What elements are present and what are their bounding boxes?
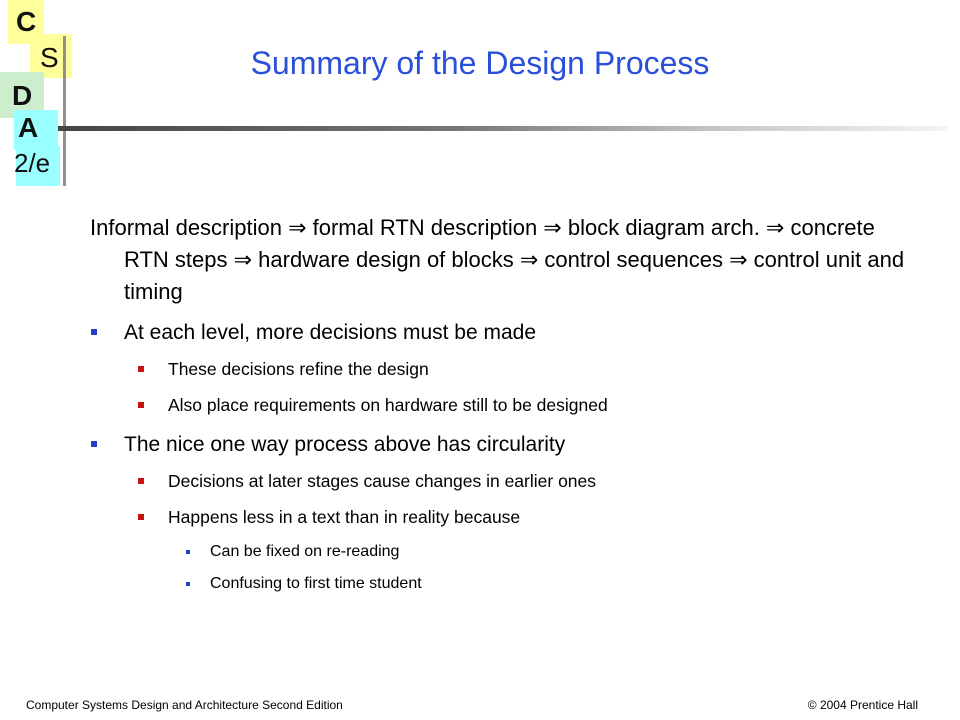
footer-copyright: © 2004 Prentice Hall [807, 698, 918, 712]
logo-square-2e [16, 146, 60, 186]
logo-letter-d: D [12, 80, 33, 111]
sub-bullet-item: Happens less in a text than in reality b… [90, 506, 920, 594]
sub-sub-bullet-item: Can be fixed on re-reading [90, 542, 920, 562]
square-bullet-icon [186, 550, 190, 554]
logo-letter-a: A [18, 112, 39, 143]
sub-sub-bullet-text: Can be fixed on re-reading [210, 543, 400, 560]
sub-bullet-item: These decisions refine the design [90, 358, 920, 380]
bullet-item: The nice one way process above has circu… [90, 432, 920, 458]
footer-book-title: Computer Systems Design and Architecture… [26, 698, 343, 712]
title-rule [58, 126, 948, 131]
sub-bullet-text: Decisions at later stages cause changes … [168, 471, 597, 491]
logo-edition: 2/e [14, 148, 51, 178]
slide-content: Informal description ⇒ formal RTN descri… [90, 212, 920, 610]
sub-list-container: These decisions refine the design Also p… [90, 358, 920, 416]
slide-title: Summary of the Design Process [250, 45, 710, 81]
sub-bullet-text: Happens less in a text than in reality b… [168, 507, 521, 527]
csda-logo: C S D A 2/e [0, 0, 80, 190]
sub-list-container: Decisions at later stages cause changes … [90, 470, 920, 594]
logo-square-a [14, 110, 58, 150]
sub-bullet-list: Decisions at later stages cause changes … [90, 470, 920, 594]
sub-sub-bullet-list: Can be fixed on re-reading Confusing to … [90, 542, 920, 594]
bullet-item: At each level, more decisions must be ma… [90, 320, 920, 346]
bullet-text: The nice one way process above has circu… [124, 433, 566, 456]
logo-letter-s: S [40, 42, 59, 73]
square-bullet-icon [138, 514, 144, 520]
bullet-text: At each level, more decisions must be ma… [124, 321, 537, 344]
square-bullet-icon [138, 366, 144, 372]
logo-vertical-line [63, 36, 66, 186]
bullet-list: At each level, more decisions must be ma… [90, 320, 920, 594]
sub-sub-bullet-item: Confusing to first time student [90, 574, 920, 594]
square-bullet-icon [91, 441, 97, 447]
intro-paragraph: Informal description ⇒ formal RTN descri… [90, 215, 905, 304]
sub-bullet-text: Also place requirements on hardware stil… [168, 395, 608, 415]
sub-bullet-list: These decisions refine the design Also p… [90, 358, 920, 416]
square-bullet-icon [91, 329, 97, 335]
square-bullet-icon [186, 582, 190, 586]
sub-bullet-item: Also place requirements on hardware stil… [90, 394, 920, 416]
sub-bullet-item: Decisions at later stages cause changes … [90, 470, 920, 492]
sub-bullet-text: These decisions refine the design [168, 359, 429, 379]
sub-sub-bullet-text: Confusing to first time student [210, 575, 422, 592]
square-bullet-icon [138, 402, 144, 408]
logo-letter-c: C [16, 6, 37, 37]
square-bullet-icon [138, 478, 144, 484]
